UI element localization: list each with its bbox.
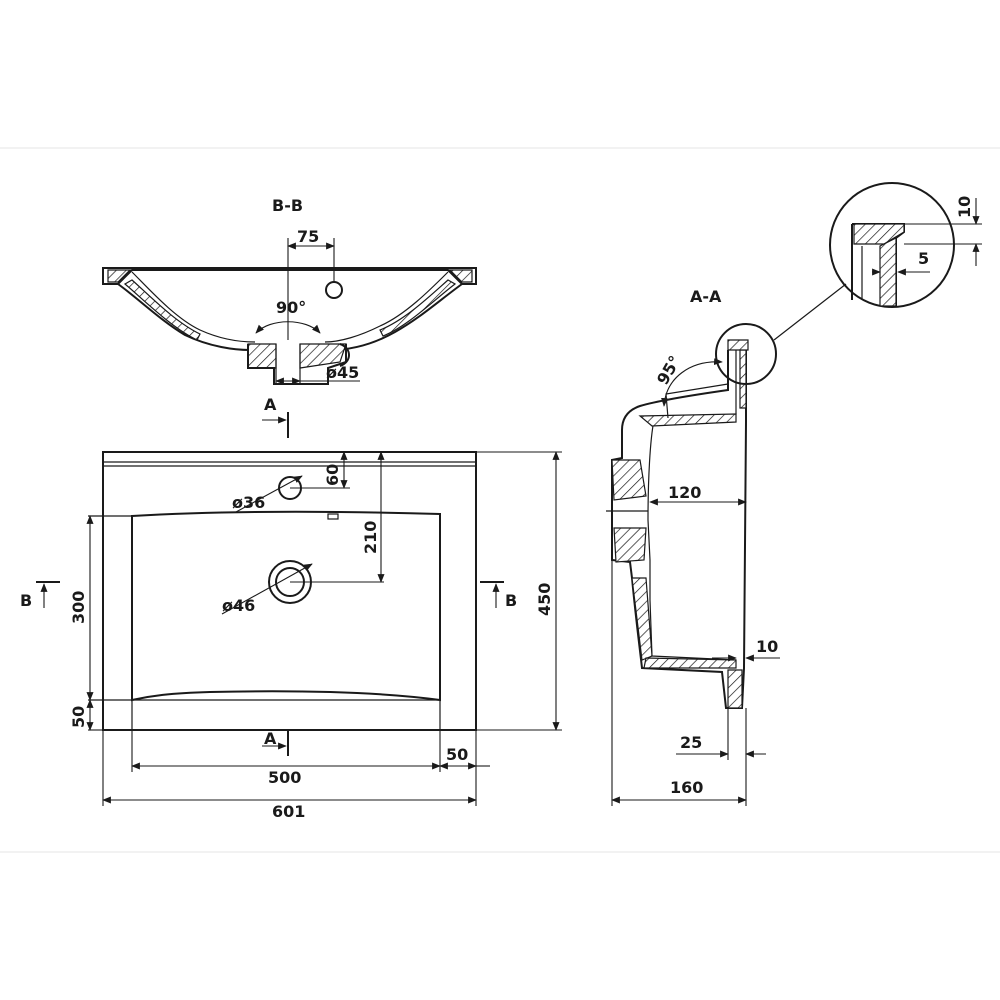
section-bb-view: B-B 75 90° ø45 xyxy=(102,196,477,385)
bb-overflow-curve xyxy=(339,343,350,367)
aa-front-lip-hatch xyxy=(727,669,743,709)
aa-drain-boss-upper xyxy=(611,459,647,501)
aa-rim-hatch xyxy=(638,413,737,427)
aa-drain-depth-label: 120 xyxy=(668,483,701,502)
bb-tap-offset-label: 75 xyxy=(297,227,319,246)
section-aa-view: A-A 95° 120 10 xyxy=(606,182,982,806)
section-b-right-label: B xyxy=(505,591,517,610)
aa-bowl-wall-hatch xyxy=(631,577,653,661)
detail-side-hatch xyxy=(879,237,897,307)
aa-angle-label: 95° xyxy=(653,352,685,388)
aa-wall-label: 10 xyxy=(756,637,778,656)
aa-angle-arc xyxy=(661,357,723,407)
detail-top-hatch xyxy=(853,223,905,245)
plan-side-rim-label: 50 xyxy=(446,745,468,764)
bb-angle-arc xyxy=(255,321,321,334)
plan-drain-depth-label: 210 xyxy=(361,521,380,554)
section-a-top-label: A xyxy=(264,395,277,414)
bb-bowl-outer-right xyxy=(329,283,463,351)
plan-overflow-slot xyxy=(327,513,339,520)
aa-inner-profile xyxy=(647,350,737,661)
bb-left-rim-hatch xyxy=(107,269,132,283)
detail-top-label: 10 xyxy=(955,196,974,218)
bb-right-rim-hatch xyxy=(448,269,473,283)
bb-bowl-wall-right xyxy=(379,279,457,337)
bb-angle-label: 90° xyxy=(276,298,306,317)
aa-detail-leader xyxy=(773,283,847,341)
plan-front-rim-label: 50 xyxy=(69,706,88,728)
plan-drain-leader xyxy=(221,563,313,615)
aa-detail-callout-circle xyxy=(715,323,777,385)
aa-back-wall-hatch xyxy=(739,349,747,409)
detail-magnified-circle xyxy=(829,182,955,308)
bb-drain-outline xyxy=(247,344,347,385)
bb-rim-outline xyxy=(102,267,477,285)
bb-drain-dia-label: ø45 xyxy=(326,363,359,382)
bb-tap-hole xyxy=(325,281,343,299)
bb-drain-left-hatch xyxy=(247,343,277,369)
aa-edge-label: 25 xyxy=(680,733,702,752)
plan-bowl-depth-label: 300 xyxy=(69,591,88,624)
plan-tap-depth-label: 60 xyxy=(323,464,342,486)
plan-bowl-outline xyxy=(131,510,441,702)
section-a-bottom-label: A xyxy=(264,729,277,748)
aa-bowl-bottom-hatch xyxy=(643,657,737,669)
plan-view: A ø36 60 ø46 210 300 50 xyxy=(20,395,562,821)
bb-bowl-outer xyxy=(117,283,251,351)
section-aa-title: A-A xyxy=(690,287,722,306)
plan-tap-dia-label: ø36 xyxy=(232,493,265,512)
plan-bowl-width-label: 500 xyxy=(268,768,301,787)
bb-bowl-inner xyxy=(131,271,256,343)
plan-total-width-label: 601 xyxy=(272,802,305,821)
plan-tap-hole-leader xyxy=(235,475,303,513)
bb-bowl-inner-right xyxy=(324,271,449,343)
aa-slope-line xyxy=(665,383,729,419)
section-b-left-label: B xyxy=(20,591,32,610)
detail-side-label: 5 xyxy=(918,249,929,268)
bb-bowl-wall-left xyxy=(123,279,201,341)
section-bb-title: B-B xyxy=(272,196,303,215)
plan-drain-dia-label: ø46 xyxy=(222,596,255,615)
aa-drain-boss-lower xyxy=(613,527,647,563)
aa-back-wall-top xyxy=(727,339,749,351)
plan-outer-outline xyxy=(102,451,477,731)
plan-total-depth-label: 450 xyxy=(535,583,554,616)
aa-height-label: 160 xyxy=(670,778,703,797)
